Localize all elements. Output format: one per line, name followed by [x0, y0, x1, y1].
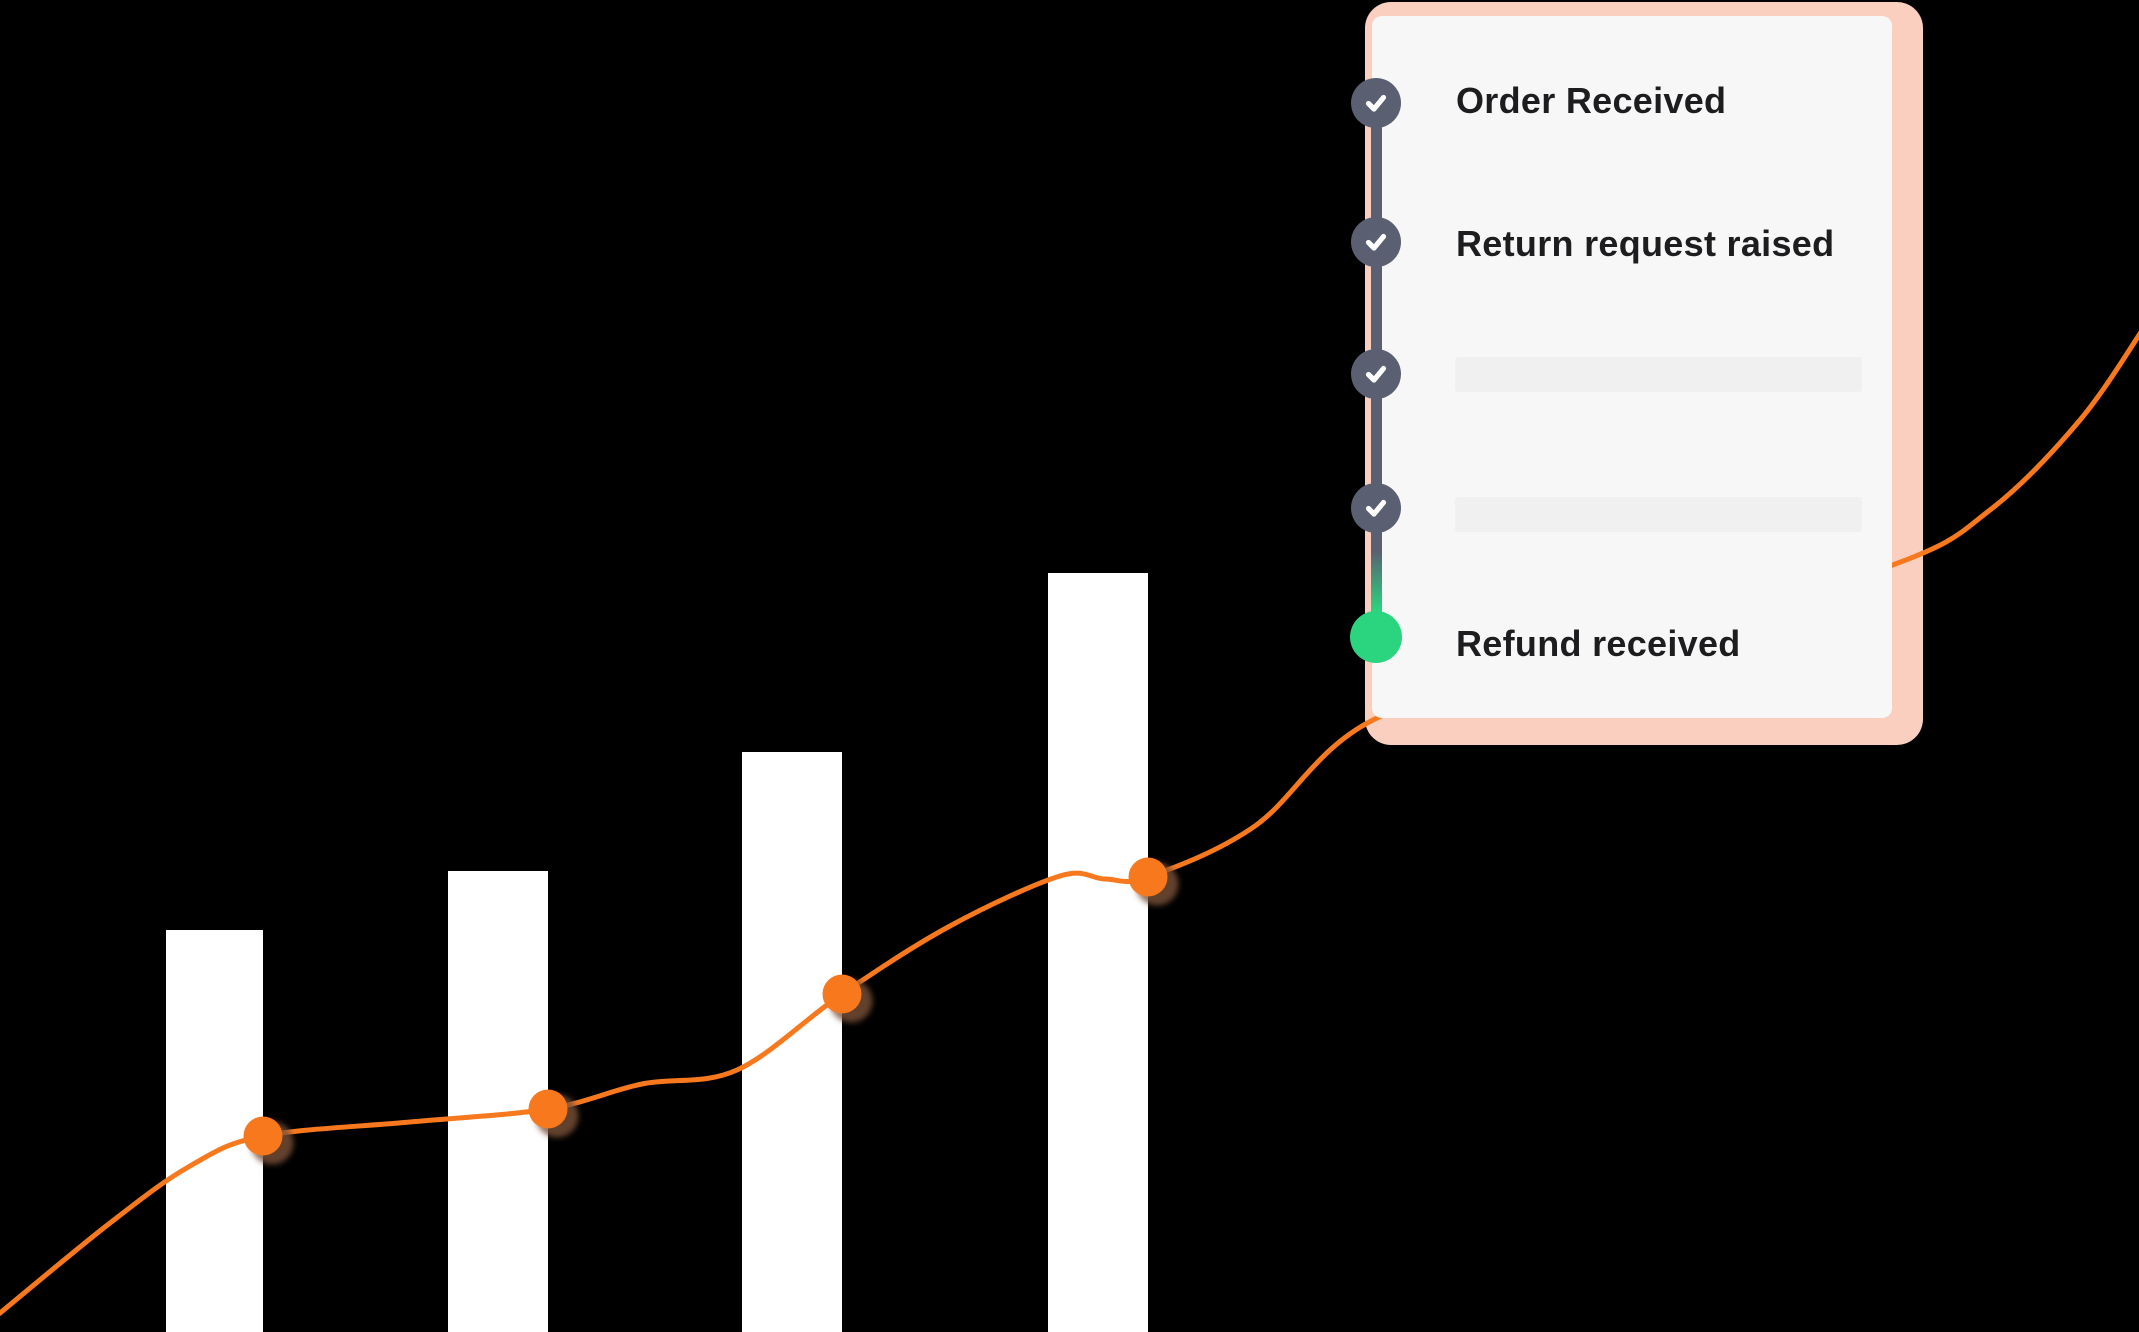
chart-bar — [1048, 573, 1148, 1332]
data-point-marker — [243, 1116, 283, 1156]
data-point-marker — [1128, 857, 1168, 897]
data-point-marker — [822, 974, 862, 1014]
chart-bar — [742, 752, 842, 1332]
data-point-marker — [528, 1089, 568, 1129]
status-card-panel — [1372, 16, 1892, 718]
